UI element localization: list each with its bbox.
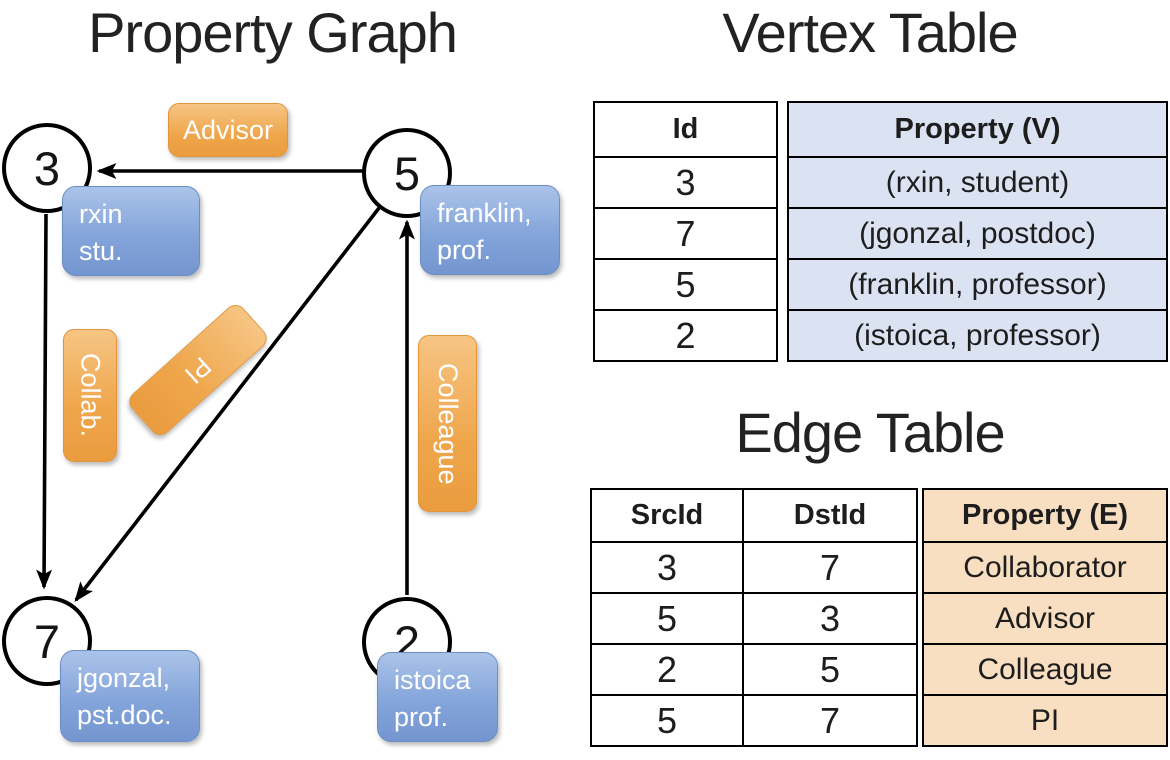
edge-collab-arrow — [36, 213, 53, 590]
property-graph-title: Property Graph — [88, 1, 458, 64]
vertex-table-header-id: Id — [672, 113, 699, 145]
edge-table-cell: Advisor — [924, 592, 1166, 643]
edge-table-header-srcid: SrcId — [630, 499, 704, 531]
vertex-table-cell: 5 — [595, 258, 776, 309]
vertex-label-line: istoica — [394, 665, 471, 695]
graph-edges — [36, 163, 415, 602]
edge-table-cell: 5 — [742, 645, 916, 694]
vertex-label-jgonzal: jgonzal, pst.doc. — [60, 650, 200, 742]
edge-label-collab: Collab. — [63, 329, 117, 462]
vertex-label-line: rxin — [79, 199, 123, 229]
edge-pi-arrow — [74, 206, 381, 602]
node-id: 3 — [33, 141, 61, 195]
edge-table-cell: 3 — [656, 546, 678, 588]
edge-table-cell: 5 — [656, 699, 678, 741]
vertex-table-cell: 3 — [595, 156, 776, 207]
edge-table-cell: 5 — [656, 597, 678, 639]
vertex-label-line: prof. — [394, 702, 449, 732]
edge-table-cell: 3 — [742, 594, 916, 643]
vertex-table-property-column: Property (V) (rxin, student) (jgonzal, p… — [787, 101, 1168, 362]
node-id: 7 — [33, 614, 61, 668]
edge-table-id-columns: SrcId DstId 3 7 5 3 2 5 5 7 — [590, 488, 918, 747]
vertex-table-id-column: Id 3 7 5 2 — [593, 101, 778, 362]
vertex-label-line: prof. — [437, 235, 492, 265]
vertex-label-rxin: rxin stu. — [62, 186, 200, 276]
vertex-label-line: jgonzal, — [77, 663, 171, 693]
vertex-label-franklin: franklin, prof. — [420, 185, 560, 275]
vertex-table-title: Vertex Table — [722, 1, 1018, 64]
vertex-label-line: pst.doc. — [77, 700, 172, 730]
node-id: 5 — [393, 146, 421, 200]
edge-label-colleague: Colleague — [418, 335, 477, 512]
edge-table-cell: 7 — [742, 696, 916, 745]
vertex-table-cell: (franklin, professor) — [789, 258, 1166, 309]
edge-table-cell: Collaborator — [924, 541, 1166, 592]
edge-table-property-column: Property (E) Collaborator Advisor Collea… — [922, 488, 1168, 747]
edge-table-cell: 7 — [742, 543, 916, 592]
vertex-table-cell: 2 — [595, 309, 776, 360]
vertex-table-cell: (istoica, professor) — [789, 309, 1166, 360]
edge-table-header-dstid: DstId — [742, 490, 916, 541]
vertex-table-header-property: Property (V) — [789, 103, 1166, 156]
vertex-table-cell: (rxin, student) — [789, 156, 1166, 207]
edge-table-cell: 2 — [656, 648, 678, 690]
edge-label-advisor: Advisor — [168, 103, 288, 157]
edge-table-header-property: Property (E) — [924, 490, 1166, 541]
graph-node-5: 5 — [362, 128, 452, 218]
vertex-label-istoica: istoica prof. — [377, 652, 498, 742]
edge-table-cell: PI — [924, 694, 1166, 745]
vertex-table-cell: (jgonzal, postdoc) — [789, 207, 1166, 258]
vertex-table-cell: 7 — [595, 207, 776, 258]
vertex-label-line: stu. — [79, 236, 123, 266]
edge-table-cell: Colleague — [924, 643, 1166, 694]
edge-table-title: Edge Table — [735, 401, 1005, 464]
vertex-label-line: franklin, — [437, 198, 532, 228]
